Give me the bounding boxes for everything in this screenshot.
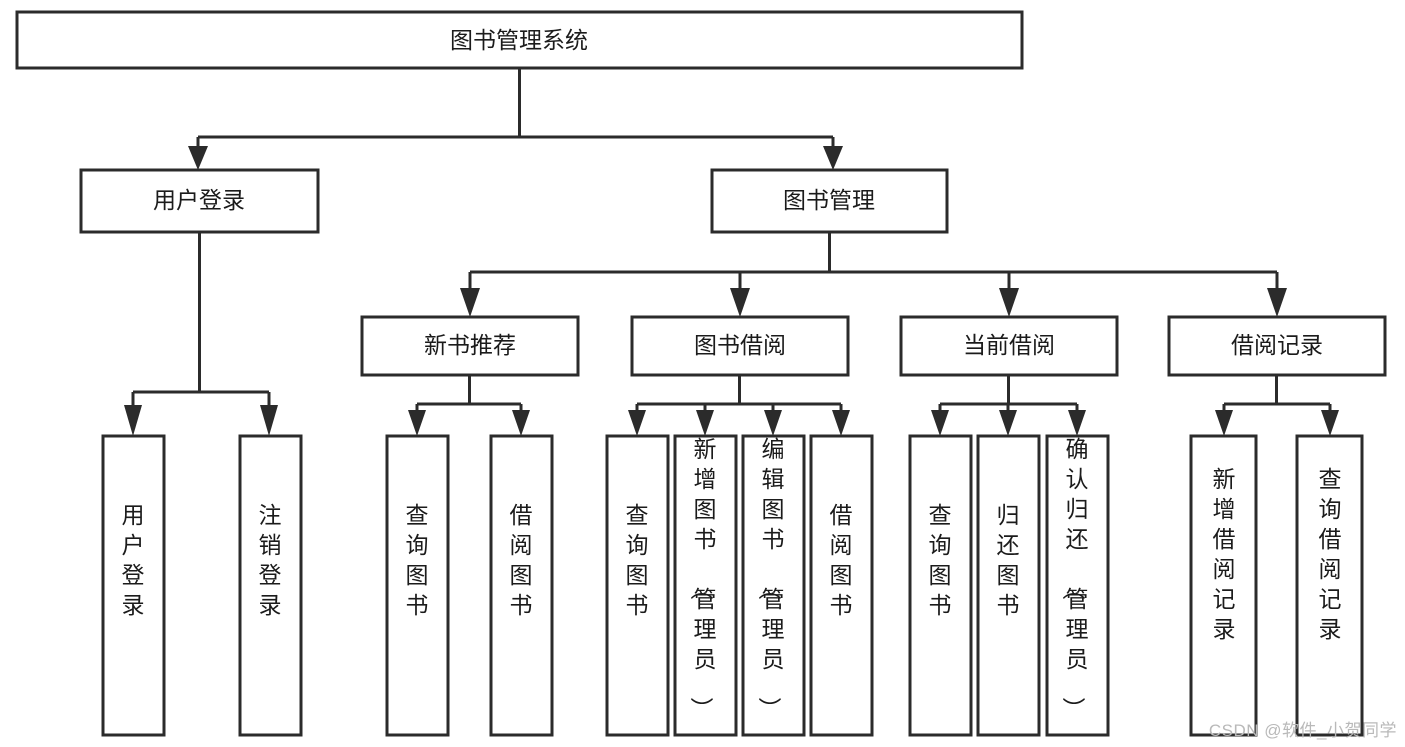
arrowhead-book-borrow	[730, 288, 750, 317]
node-leaf-confirm-return[interactable]: 确认归还（管理员）	[1045, 434, 1110, 737]
arrowhead-borrow-record	[1267, 288, 1287, 317]
node-leaf-return-book-label: 归还图书	[997, 502, 1020, 618]
node-leaf-query-book-2-box[interactable]	[605, 434, 670, 737]
node-leaf-add-book-label: 新增图书（管理员）	[689, 436, 717, 720]
node-user-login-label: 用户登录	[153, 187, 245, 213]
node-new-book-recommend[interactable]: 新书推荐	[360, 315, 580, 377]
node-leaf-add-book-box[interactable]	[673, 434, 738, 737]
node-book-borrow[interactable]: 图书借阅	[630, 315, 850, 377]
node-leaf-add-record[interactable]: 新增借阅记录	[1189, 434, 1258, 737]
node-leaf-edit-book-box[interactable]	[741, 434, 806, 737]
arrowhead-leaf-logout-login	[260, 405, 278, 436]
node-book-borrow-label: 图书借阅	[694, 332, 786, 358]
node-leaf-query-book-3-box[interactable]	[908, 434, 973, 737]
node-leaf-logout-login-box[interactable]	[238, 434, 303, 737]
arrowhead-leaf-add-record	[1215, 410, 1233, 436]
node-leaf-confirm-return-box[interactable]	[1045, 434, 1110, 737]
node-leaf-user-login-label: 用户登录	[122, 502, 145, 618]
arrowhead-leaf-user-login	[124, 405, 142, 436]
node-leaf-query-record-label: 查询借阅记录	[1319, 466, 1342, 642]
arrowhead-book-management	[823, 146, 843, 170]
node-user-login[interactable]: 用户登录	[79, 168, 320, 234]
arrowhead-user-login	[188, 146, 208, 170]
node-book-borrow-box[interactable]	[630, 315, 850, 377]
node-leaf-user-login[interactable]: 用户登录	[101, 434, 166, 737]
node-new-book-recommend-box[interactable]	[360, 315, 580, 377]
node-borrow-record-label: 借阅记录	[1231, 332, 1323, 358]
node-leaf-query-book-1[interactable]: 查询图书	[385, 434, 450, 737]
arrowhead-leaf-confirm-return	[1068, 410, 1086, 436]
node-leaf-add-record-label: 新增借阅记录	[1213, 466, 1236, 642]
node-leaf-return-book[interactable]: 归还图书	[976, 434, 1041, 737]
arrowhead-leaf-return-book	[999, 410, 1017, 436]
node-leaf-user-login-box[interactable]	[101, 434, 166, 737]
arrowhead-new-book-recommend	[460, 288, 480, 317]
node-leaf-query-record[interactable]: 查询借阅记录	[1295, 434, 1364, 737]
node-leaf-logout-login-label: 注销登录	[259, 502, 282, 618]
node-book-management-label: 图书管理	[783, 187, 875, 213]
node-leaf-query-book-2-label: 查询图书	[626, 502, 649, 618]
node-leaf-logout-login[interactable]: 注销登录	[238, 434, 303, 737]
arrowhead-leaf-borrow-book-2	[832, 410, 850, 436]
connector-layer	[124, 68, 1339, 436]
arrowhead-leaf-query-book-2	[628, 410, 646, 436]
node-leaf-query-book-2[interactable]: 查询图书	[605, 434, 670, 737]
node-borrow-record-box[interactable]	[1167, 315, 1387, 377]
node-leaf-query-record-box[interactable]	[1295, 434, 1364, 737]
node-leaf-edit-book[interactable]: 编辑图书（管理员）	[741, 434, 806, 737]
node-leaf-return-book-box[interactable]	[976, 434, 1041, 737]
arrowhead-leaf-query-book-3	[931, 410, 949, 436]
node-book-management-box[interactable]	[710, 168, 949, 234]
node-leaf-borrow-book-2-label: 借阅图书	[830, 502, 853, 618]
node-root-label: 图书管理系统	[450, 27, 588, 53]
arrowhead-leaf-borrow-book-1	[512, 410, 530, 436]
node-leaf-query-book-3-label: 查询图书	[929, 502, 952, 618]
node-current-borrow-box[interactable]	[899, 315, 1119, 377]
node-current-borrow[interactable]: 当前借阅	[899, 315, 1119, 377]
node-current-borrow-label: 当前借阅	[963, 332, 1055, 358]
node-leaf-add-book[interactable]: 新增图书（管理员）	[673, 434, 738, 737]
arrowhead-leaf-query-book-1	[408, 410, 426, 436]
arrowhead-leaf-edit-book	[764, 410, 782, 436]
node-leaf-query-book-1-label: 查询图书	[406, 502, 429, 618]
node-leaf-edit-book-label: 编辑图书（管理员）	[757, 436, 785, 720]
node-leaf-query-book-1-box[interactable]	[385, 434, 450, 737]
node-root[interactable]: 图书管理系统	[15, 10, 1024, 70]
arrowhead-current-borrow	[999, 288, 1019, 317]
arrowhead-leaf-add-book	[696, 410, 714, 436]
arrowhead-leaf-query-record	[1321, 410, 1339, 436]
node-root-box[interactable]	[15, 10, 1024, 70]
node-book-management[interactable]: 图书管理	[710, 168, 949, 234]
node-leaf-borrow-book-1-box[interactable]	[489, 434, 554, 737]
node-leaf-add-record-box[interactable]	[1189, 434, 1258, 737]
node-leaf-query-book-3[interactable]: 查询图书	[908, 434, 973, 737]
node-new-book-recommend-label: 新书推荐	[424, 332, 516, 358]
node-leaf-borrow-book-2-box[interactable]	[809, 434, 874, 737]
node-leaf-borrow-book-1-label: 借阅图书	[510, 502, 533, 618]
node-user-login-box[interactable]	[79, 168, 320, 234]
node-leaf-borrow-book-2[interactable]: 借阅图书	[809, 434, 874, 737]
node-borrow-record[interactable]: 借阅记录	[1167, 315, 1387, 377]
node-leaf-confirm-return-label: 确认归还（管理员）	[1061, 436, 1089, 720]
node-leaf-borrow-book-1[interactable]: 借阅图书	[489, 434, 554, 737]
